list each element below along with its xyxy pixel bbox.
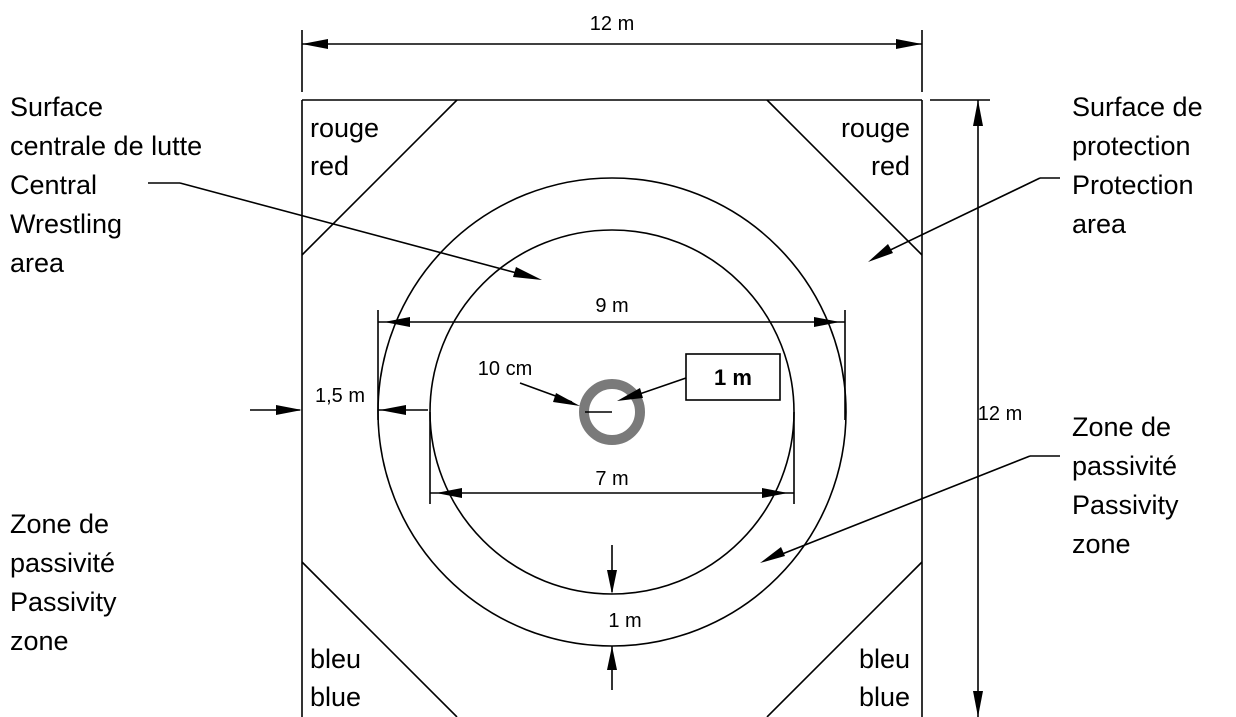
corner-bottom-left-en: blue bbox=[310, 682, 361, 712]
svg-text:Zone de: Zone de bbox=[1072, 412, 1171, 442]
protection-area-pointer bbox=[868, 177, 1060, 262]
svg-text:passivité: passivité bbox=[10, 548, 115, 578]
corner-top-left-en: red bbox=[310, 151, 349, 181]
svg-text:Passivity: Passivity bbox=[1072, 490, 1179, 520]
center-line-pointer bbox=[519, 382, 580, 406]
svg-text:passivité: passivité bbox=[1072, 451, 1177, 481]
svg-text:Protection: Protection bbox=[1072, 170, 1194, 200]
passivity-zone-left-label: Zone de passivité Passivity zone bbox=[10, 509, 117, 656]
svg-text:area: area bbox=[10, 248, 65, 278]
corner-bottom-right-en: blue bbox=[859, 682, 910, 712]
dim-top-width-label: 12 m bbox=[590, 13, 634, 35]
svg-text:Surface: Surface bbox=[10, 92, 103, 122]
dim-top-width bbox=[301, 30, 923, 92]
center-circle-pointer bbox=[617, 377, 687, 401]
central-area-label: Surface centrale de lutte Central Wrestl… bbox=[10, 92, 202, 278]
corner-bottom-left-fr: bleu bbox=[310, 644, 361, 674]
center-circle-label-box bbox=[685, 353, 781, 401]
dim-passivity-width-label: 1 m bbox=[608, 610, 641, 632]
dim-passivity-diameter bbox=[377, 310, 846, 420]
passivity-zone-right-label: Zone de passivité Passivity zone bbox=[1072, 412, 1179, 559]
protection-area-label: Surface de protection Protection area bbox=[1072, 92, 1203, 239]
corner-bottom-right-fr: bleu bbox=[859, 644, 910, 674]
dim-passivity-width bbox=[607, 545, 617, 690]
svg-text:Wrestling: Wrestling bbox=[10, 209, 122, 239]
corner-diagonals bbox=[301, 99, 923, 717]
svg-text:area: area bbox=[1072, 209, 1127, 239]
mat-outline bbox=[301, 99, 923, 717]
dim-central-diameter bbox=[429, 412, 795, 504]
svg-text:Central: Central bbox=[10, 170, 97, 200]
svg-text:centrale de lutte: centrale de lutte bbox=[10, 131, 202, 161]
central-area-pointer bbox=[148, 182, 542, 280]
dim-center-line-label: 10 cm bbox=[478, 358, 532, 380]
dim-right-height-label: 12 m bbox=[978, 403, 1022, 425]
dim-protection-width-label: 1,5 m bbox=[315, 385, 365, 407]
svg-text:protection: protection bbox=[1072, 131, 1191, 161]
svg-text:zone: zone bbox=[10, 626, 69, 656]
passivity-zone-pointer bbox=[760, 455, 1060, 563]
dim-central-diameter-label: 7 m bbox=[595, 468, 628, 490]
svg-text:Zone de: Zone de bbox=[10, 509, 109, 539]
center-circle-label: 1 m bbox=[714, 365, 752, 390]
svg-text:zone: zone bbox=[1072, 529, 1131, 559]
center-circle-ring bbox=[579, 379, 645, 445]
svg-text:Surface de: Surface de bbox=[1072, 92, 1203, 122]
dim-right-height bbox=[930, 99, 990, 717]
dim-protection-width bbox=[250, 405, 428, 415]
corner-top-right-en: red bbox=[871, 151, 910, 181]
corner-top-right-fr: rouge bbox=[841, 113, 910, 143]
dim-passivity-diameter-label: 9 m bbox=[595, 295, 628, 317]
svg-text:Passivity: Passivity bbox=[10, 587, 117, 617]
corner-top-left-fr: rouge bbox=[310, 113, 379, 143]
